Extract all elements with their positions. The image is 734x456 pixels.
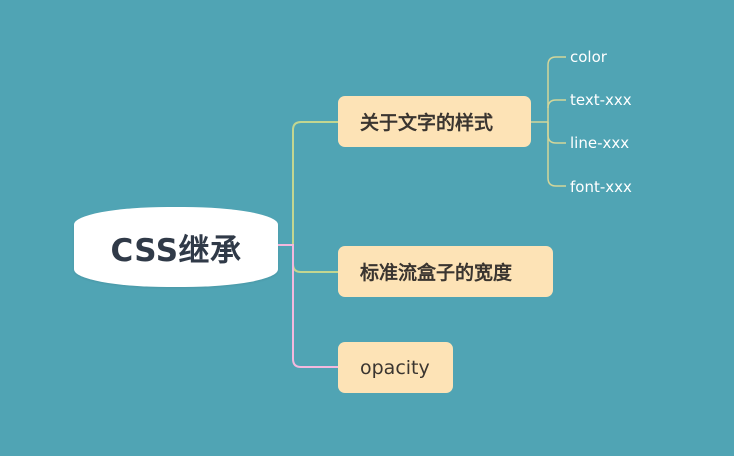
- connector-leaf-1: [547, 56, 566, 122]
- branch-node-opacity[interactable]: opacity: [338, 342, 453, 393]
- connector-root-branch-1: [278, 121, 338, 246]
- leaf-node-font-xxx[interactable]: font-xxx: [570, 178, 632, 196]
- connector-root-branch-3: [278, 244, 338, 368]
- connector-leaf-2: [547, 99, 566, 109]
- connector-root-branch-2: [292, 245, 338, 273]
- connector-leaf-3: [547, 122, 566, 144]
- branch-node-box-width[interactable]: 标准流盒子的宽度: [338, 246, 553, 297]
- leaf-node-color[interactable]: color: [570, 48, 607, 66]
- leaf-node-text-xxx[interactable]: text-xxx: [570, 91, 632, 109]
- connector-leaf-4: [547, 122, 566, 187]
- root-node[interactable]: CSS继承: [74, 207, 278, 287]
- leaf-node-line-xxx[interactable]: line-xxx: [570, 134, 630, 152]
- branch-node-text-styles[interactable]: 关于文字的样式: [338, 96, 531, 147]
